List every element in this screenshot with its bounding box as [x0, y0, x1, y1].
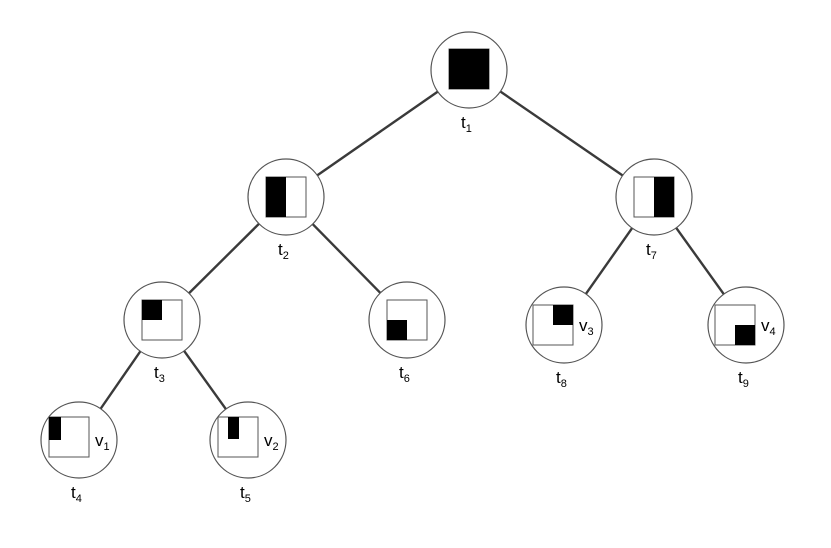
node-label-subscript: 2	[283, 250, 289, 262]
node-label-base: t	[240, 483, 245, 502]
edge-t1-t7	[499, 90, 624, 177]
edge-t2-t3	[188, 222, 260, 295]
variable-label-base: v	[264, 431, 273, 450]
filled-region	[553, 305, 573, 325]
node-t3: t3	[123, 281, 201, 385]
node-t4: t4 v1	[40, 401, 118, 505]
node-label-base: t	[278, 240, 283, 259]
filled-region	[142, 300, 162, 320]
variable-label: v4	[761, 316, 776, 338]
node-label-base: t	[738, 368, 743, 387]
filled-region	[654, 177, 674, 217]
node-label: t6	[399, 363, 410, 385]
node-label: t2	[278, 240, 289, 262]
variable-label-subscript: 2	[273, 441, 279, 453]
variable-label: v3	[579, 316, 594, 338]
variable-label-subscript: 3	[588, 326, 594, 338]
filled-region	[266, 177, 286, 217]
variable-label: v2	[264, 431, 279, 453]
node-label: t5	[240, 483, 251, 505]
node-label-base: t	[154, 363, 159, 382]
edge-t3-t5	[183, 350, 227, 410]
node-label-subscript: 5	[245, 493, 251, 505]
tree-edges	[99, 90, 725, 410]
node-label-base: t	[461, 113, 466, 132]
node-label: t3	[154, 363, 165, 385]
node-t6: t6	[368, 281, 446, 385]
variable-label-base: v	[761, 316, 770, 335]
filled-region	[387, 320, 407, 340]
node-label: t4	[71, 483, 82, 505]
node-label: t8	[556, 368, 567, 390]
node-label: t7	[646, 240, 657, 262]
filled-region	[228, 417, 239, 439]
node-t9: t9 v4	[707, 286, 785, 390]
node-label-subscript: 8	[561, 378, 567, 390]
node-label-subscript: 4	[76, 493, 82, 505]
node-t1: t1	[430, 31, 508, 135]
node-label-base: t	[399, 363, 404, 382]
variable-label: v1	[95, 431, 110, 453]
filled-region	[449, 49, 489, 89]
variable-label-subscript: 4	[770, 326, 776, 338]
node-label-subscript: 7	[651, 250, 657, 262]
edge-t1-t2	[316, 90, 439, 177]
variable-label-base: v	[579, 316, 588, 335]
variable-label-subscript: 1	[104, 441, 110, 453]
variable-label-base: v	[95, 431, 104, 450]
node-label-base: t	[71, 483, 76, 502]
node-label-subscript: 3	[159, 373, 165, 385]
node-label-subscript: 9	[743, 378, 749, 390]
filled-region	[49, 417, 61, 440]
node-label-base: t	[646, 240, 651, 259]
edge-t3-t4	[99, 350, 142, 410]
edge-t2-t6	[311, 223, 382, 294]
filled-region	[735, 325, 755, 345]
node-t2: t2	[247, 158, 325, 262]
edge-t7-t8	[584, 227, 634, 295]
node-t7: t7	[615, 158, 693, 262]
node-label: t9	[738, 368, 749, 390]
edge-t7-t9	[675, 227, 725, 295]
node-t8: t8 v3	[525, 286, 603, 390]
node-label-base: t	[556, 368, 561, 387]
node-label-subscript: 6	[404, 373, 410, 385]
node-t5: t5 v2	[209, 401, 287, 505]
node-label-subscript: 1	[466, 123, 472, 135]
node-label: t1	[461, 113, 472, 135]
